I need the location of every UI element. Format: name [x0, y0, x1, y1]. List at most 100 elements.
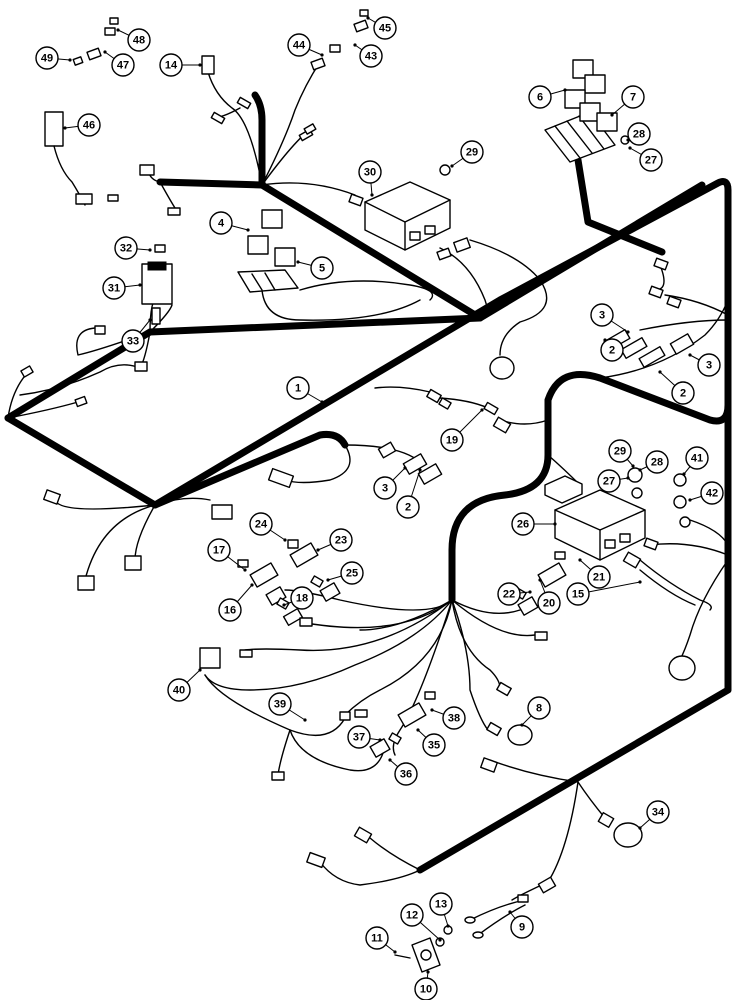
- connector-62: [486, 721, 502, 737]
- callout-34: 34: [646, 800, 670, 824]
- callout-22: 22: [497, 582, 521, 606]
- callout-circle: [627, 122, 651, 146]
- callout-number: 28: [633, 129, 645, 141]
- callout-circle: [600, 338, 624, 362]
- connector-3: [72, 56, 84, 66]
- callout-circle: [340, 561, 364, 585]
- callout-6: 6: [528, 85, 552, 109]
- connector-1: [86, 47, 102, 61]
- callout-circle: [347, 725, 371, 749]
- leader-arrow-13: [446, 924, 450, 928]
- callout-number: 31: [108, 283, 120, 295]
- callout-11: 11: [365, 926, 389, 950]
- callout-circle: [121, 329, 145, 353]
- connector-17: [453, 237, 471, 253]
- callout-circle: [394, 762, 418, 786]
- callout-number: 2: [680, 388, 686, 400]
- leader-arrow-34: [638, 826, 642, 830]
- connector-33: [43, 489, 61, 505]
- callout-30: 30: [358, 160, 382, 184]
- callout-17: 17: [207, 538, 231, 562]
- callout-circle: [359, 44, 383, 68]
- callout-circle: [249, 512, 273, 536]
- leader-arrow-15: [638, 580, 642, 584]
- leader-arrow-30: [370, 193, 374, 197]
- callout-circle: [400, 903, 424, 927]
- callout-circle: [440, 428, 464, 452]
- callout-25: 25: [340, 561, 364, 585]
- callout-41: 41: [685, 446, 709, 470]
- leader-arrow-49: [68, 58, 72, 62]
- connector-64: [424, 691, 436, 700]
- connector-41: [666, 295, 682, 309]
- connector-45: [310, 575, 324, 588]
- leader-arrow-44: [320, 53, 324, 57]
- callout-number: 43: [365, 51, 377, 63]
- callout-42: 42: [700, 481, 724, 505]
- leader-arrow-17: [243, 568, 247, 572]
- callout-circle: [608, 439, 632, 463]
- callout-number: 9: [519, 922, 525, 934]
- connector-52: [299, 617, 313, 627]
- callout-4: 4: [209, 211, 233, 235]
- callout-12: 12: [400, 903, 424, 927]
- connector-69: [271, 771, 285, 781]
- callout-number: 47: [117, 60, 129, 72]
- leader-arrow-3: [688, 353, 692, 357]
- connector-8: [359, 9, 369, 17]
- connector-73: [517, 894, 529, 903]
- callout-number: 27: [603, 476, 615, 488]
- connector-67: [339, 711, 351, 721]
- callout-number: 12: [406, 910, 418, 922]
- connector-46: [319, 582, 341, 602]
- connector-60: [643, 537, 659, 551]
- leader-arrow-41: [682, 472, 686, 476]
- callout-circle: [365, 926, 389, 950]
- switch-31: [141, 261, 173, 325]
- leader-arrow-24: [283, 538, 287, 542]
- callout-number: 16: [224, 605, 236, 617]
- callout-45: 45: [373, 16, 397, 40]
- callout-2: 2: [396, 495, 420, 519]
- connector-13: [139, 164, 155, 176]
- callout-19: 19: [440, 428, 464, 452]
- callout-37: 37: [347, 725, 371, 749]
- callout-circle: [102, 276, 126, 300]
- callout-circle: [209, 211, 233, 235]
- callout-circle: [697, 353, 721, 377]
- connector-54: [554, 551, 566, 560]
- callout-circle: [646, 800, 670, 824]
- connector-70: [480, 757, 498, 773]
- connector-42: [653, 257, 669, 271]
- leader-arrow-36: [388, 758, 392, 762]
- callout-circle: [639, 148, 663, 172]
- leader-arrow-43: [353, 43, 357, 47]
- callout-circle: [290, 586, 314, 610]
- leader-arrow-2: [418, 468, 422, 472]
- callout-number: 11: [371, 933, 383, 945]
- leader-arrow-14: [198, 63, 202, 67]
- callout-23: 23: [329, 528, 353, 552]
- connector-35: [124, 555, 142, 571]
- connector-2: [104, 27, 116, 36]
- callout-number: 19: [446, 435, 458, 447]
- connector-9: [236, 96, 252, 110]
- callout-number: 32: [120, 243, 132, 255]
- callout-number: 14: [165, 60, 178, 72]
- callout-number: 30: [364, 167, 376, 179]
- leader-arrow-23: [316, 548, 320, 552]
- leader-arrow-4: [246, 228, 250, 232]
- connector-47: [249, 562, 279, 588]
- part-40: [199, 647, 221, 669]
- callout-number: 26: [517, 519, 529, 531]
- callout-number: 28: [651, 457, 663, 469]
- callout-29: 29: [460, 140, 484, 164]
- callout-47: 47: [111, 53, 135, 77]
- part-14: [201, 55, 215, 75]
- callout-3: 3: [697, 353, 721, 377]
- leader-arrow-10: [426, 970, 430, 974]
- callout-26: 26: [511, 512, 535, 536]
- callout-number: 41: [691, 453, 703, 465]
- callout-18: 18: [290, 586, 314, 610]
